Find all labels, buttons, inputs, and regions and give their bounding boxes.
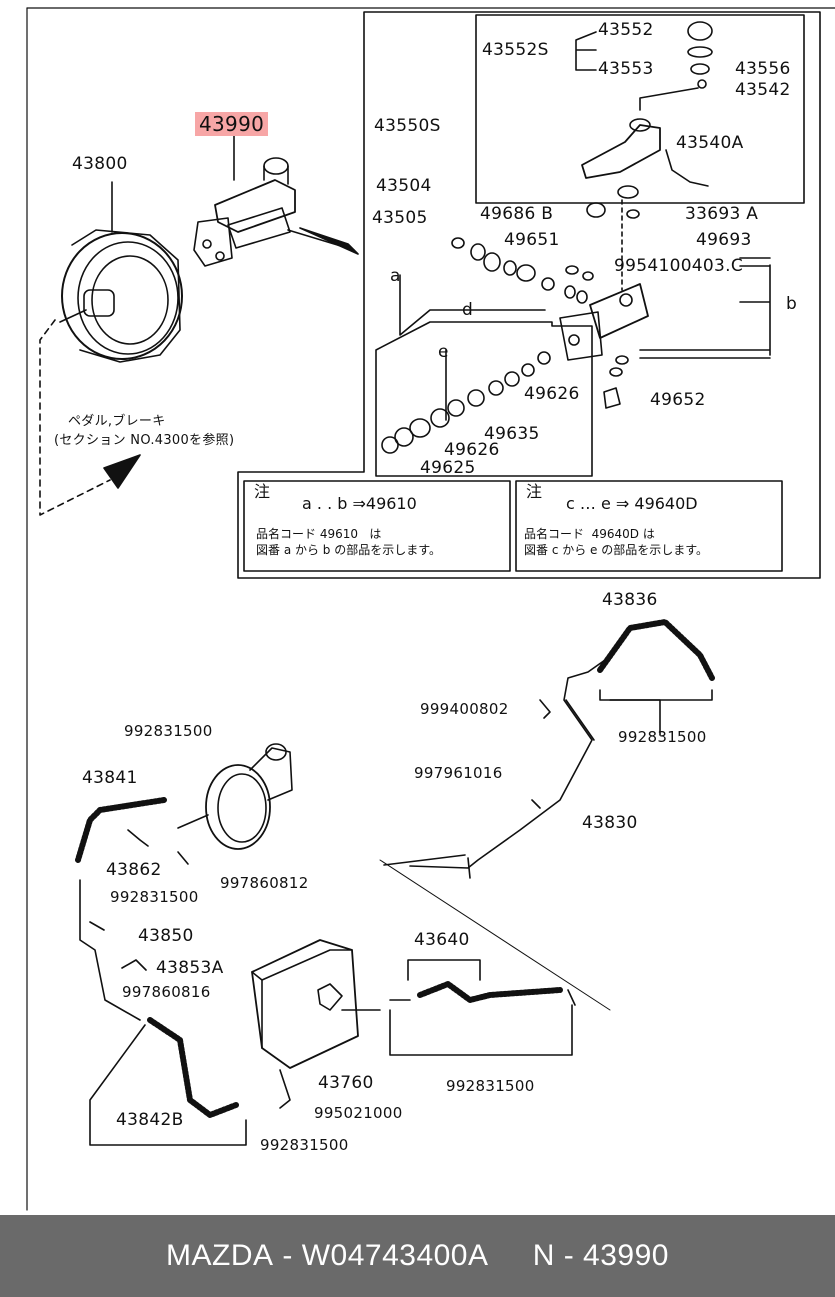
part-label-43640: 43640: [414, 930, 470, 950]
part-label-43841: 43841: [82, 768, 138, 788]
part-label-43862: 43862: [106, 860, 162, 880]
part-label-997860812: 997860812: [220, 874, 309, 892]
footer-bar: MAZDA - W04743400A N - 43990: [0, 1215, 835, 1297]
part-label-43556: 43556: [735, 59, 791, 79]
part-label-43842b: 43842B: [116, 1110, 184, 1130]
callout-a: a: [390, 266, 401, 286]
brake-booster-icon: [59, 181, 183, 363]
part-label-33693a: 33693 A: [685, 204, 759, 224]
part-label-43850: 43850: [138, 926, 194, 946]
reference-note-line1: ペダル,ブレーキ: [68, 414, 166, 429]
part-label-43800: 43800: [72, 154, 128, 174]
callout-e: e: [438, 342, 449, 362]
part-label-43552s: 43552S: [482, 40, 549, 60]
part-label-995021000: 995021000: [314, 1104, 403, 1122]
part-label-43540a: 43540A: [676, 133, 744, 153]
footer-gap: [489, 1239, 533, 1273]
part-label-49635: 49635: [484, 424, 540, 444]
part-label-49693: 49693: [696, 230, 752, 250]
part-label-43542: 43542: [735, 80, 791, 100]
part-label-9954100403c: 9954100403.C: [614, 256, 744, 276]
part-label-43552: 43552: [598, 20, 654, 40]
part-label-992831500-mid-left: 992831500: [110, 888, 199, 906]
part-label-997961016: 997961016: [414, 764, 503, 782]
part-label-992831500-lower-left: 992831500: [260, 1136, 349, 1154]
note-right-heading: c … e ⇒ 49640D: [566, 494, 698, 513]
reference-note-line2: (セクション NO.4300を参照): [54, 433, 235, 448]
part-number-highlighted: 43990: [195, 112, 269, 136]
part-label-49686b: 49686 B: [480, 204, 554, 224]
part-label-992831500-upper-right: 992831500: [618, 728, 707, 746]
part-label-992831500-upper-left: 992831500: [124, 722, 213, 740]
part-label-43830: 43830: [582, 813, 638, 833]
footer-part-code: W04743400A: [301, 1239, 489, 1272]
note-left-heading: a . . b ⇒49610: [302, 494, 417, 513]
part-label-997860816: 997860816: [122, 983, 211, 1001]
master-cylinder-icon: [193, 157, 296, 267]
part-label-49652: 49652: [650, 390, 706, 410]
part-label-43836: 43836: [602, 590, 658, 610]
part-label-43505: 43505: [372, 208, 428, 228]
footer-separator: -: [273, 1239, 302, 1272]
part-label-43760: 43760: [318, 1073, 374, 1093]
parts-diagram: 43990 43800 43552 43552S 43553 43556 435…: [26, 7, 835, 1211]
part-label-49625: 49625: [420, 458, 476, 478]
part-label-43553: 43553: [598, 59, 654, 79]
footer-brand: MAZDA: [166, 1239, 274, 1272]
note-right-tag: 注: [526, 482, 543, 501]
note-left-body: 品名コード 49610 は 図番 a から b の部品を示します。: [256, 527, 442, 558]
part-label-992831500-lower-right: 992831500: [446, 1077, 535, 1095]
part-label-49626-upper: 49626: [524, 384, 580, 404]
part-label-43853a: 43853A: [156, 958, 224, 978]
note-left-tag: 注: [254, 482, 271, 501]
part-label-49626-lower: 49626: [444, 440, 500, 460]
part-label-43550s: 43550S: [374, 116, 441, 136]
part-label-49651: 49651: [504, 230, 560, 250]
note-right-body: 品名コード 49640D は 図番 c から e の部品を示します。: [524, 527, 709, 558]
part-label-43504: 43504: [376, 176, 432, 196]
callout-d: d: [462, 300, 474, 320]
footer-number: N - 43990: [532, 1239, 669, 1272]
part-label-999400802: 999400802: [420, 700, 509, 718]
callout-b: b: [786, 294, 798, 314]
diagram-artwork: [26, 7, 835, 1211]
